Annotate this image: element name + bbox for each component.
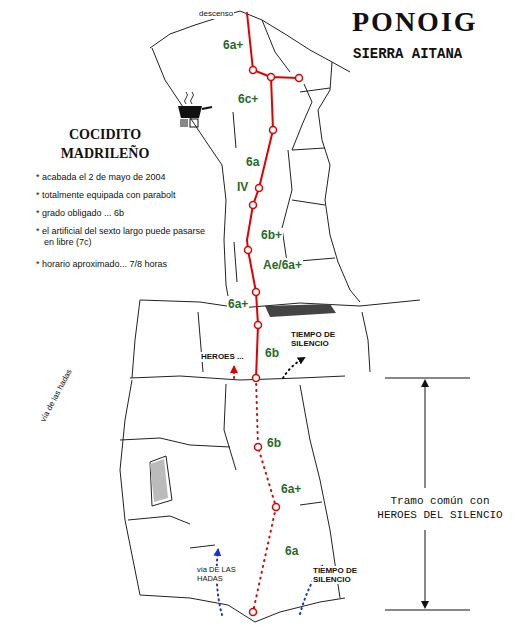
pot	[178, 106, 202, 118]
rock-ledge	[190, 502, 322, 548]
grade-label: 6b	[266, 436, 282, 450]
belay	[268, 74, 275, 81]
belay	[270, 127, 277, 134]
route-name: TIEMPO DE SILENCIO	[290, 330, 340, 348]
rock-crack	[262, 20, 290, 72]
belay	[253, 289, 260, 296]
subtitle: SIERRA AITANA	[352, 46, 463, 63]
place-label: descenso	[198, 9, 234, 19]
route-arrow	[233, 367, 235, 378]
ground-line	[140, 595, 345, 622]
belay	[255, 322, 262, 329]
note: * totalmente equipada con parabolt	[36, 190, 221, 201]
rock-ledge	[287, 88, 335, 262]
grade-label: 6a+	[227, 297, 249, 311]
belay	[250, 67, 257, 74]
rock-ledge	[120, 438, 230, 447]
section-note: Tramo común con HEROES DEL SILENCIO	[370, 494, 510, 523]
grade-label: 6a	[245, 155, 260, 169]
belay	[296, 75, 303, 82]
grade-label: 6a	[284, 544, 299, 558]
rock-edge	[318, 62, 360, 302]
rock-shadow	[150, 459, 168, 502]
grade-label: 6c+	[237, 92, 259, 106]
pot-icon	[178, 92, 212, 127]
route-name: TIEMPO DE SILENCIO	[312, 566, 362, 584]
grade-label: 6b+	[260, 228, 283, 242]
belay	[256, 185, 263, 192]
route-name: HEROES ...	[200, 352, 245, 362]
grade-label: 6a+	[280, 482, 302, 496]
steam	[185, 92, 194, 104]
note: * horario aproximado... 7/8 horas	[36, 259, 221, 270]
route-name: COCIDITO MADRILEÑO	[50, 126, 160, 164]
pot-handle	[202, 107, 212, 109]
belay	[245, 247, 252, 254]
note: * grado obligado ... 6b	[36, 208, 221, 219]
belay	[273, 504, 280, 511]
rock-edge	[120, 380, 140, 595]
rock-crack	[198, 312, 203, 372]
note: * acabada el 2 de mayo de 2004	[36, 172, 221, 183]
grade-label: 6a+	[222, 38, 244, 52]
belay	[250, 202, 257, 209]
bracket-line	[425, 530, 426, 607]
route-dotted	[253, 378, 276, 612]
rock-crack	[282, 150, 292, 262]
belay	[250, 609, 257, 616]
route-arrow	[283, 358, 304, 378]
grade-label: 6b	[264, 346, 280, 360]
block	[190, 119, 198, 127]
rock-block	[150, 456, 172, 506]
rock-edge	[132, 300, 140, 378]
block	[180, 119, 188, 127]
rock-crack	[224, 384, 236, 470]
rock-ledge	[128, 516, 190, 524]
grade-label: Ae/6a+	[262, 258, 303, 272]
title: PONOIG	[352, 6, 478, 38]
roof-shadow	[265, 304, 336, 317]
rock-crack	[292, 84, 312, 150]
belay	[255, 444, 262, 451]
route-name: vía DE LAS HADAS	[196, 566, 238, 583]
rock-lines	[120, 11, 420, 622]
rock-ledge	[130, 376, 345, 380]
grade-label: IV	[236, 180, 249, 194]
rock-crack	[362, 312, 370, 372]
belay	[253, 375, 260, 382]
route-name: vía de las hadas	[38, 367, 75, 425]
rock-crack	[234, 242, 237, 282]
rock-crack	[233, 112, 236, 148]
note: * el artificial del sexto largo puede pa…	[36, 226, 218, 248]
route-solid	[247, 13, 299, 378]
bracket-line	[425, 381, 426, 488]
